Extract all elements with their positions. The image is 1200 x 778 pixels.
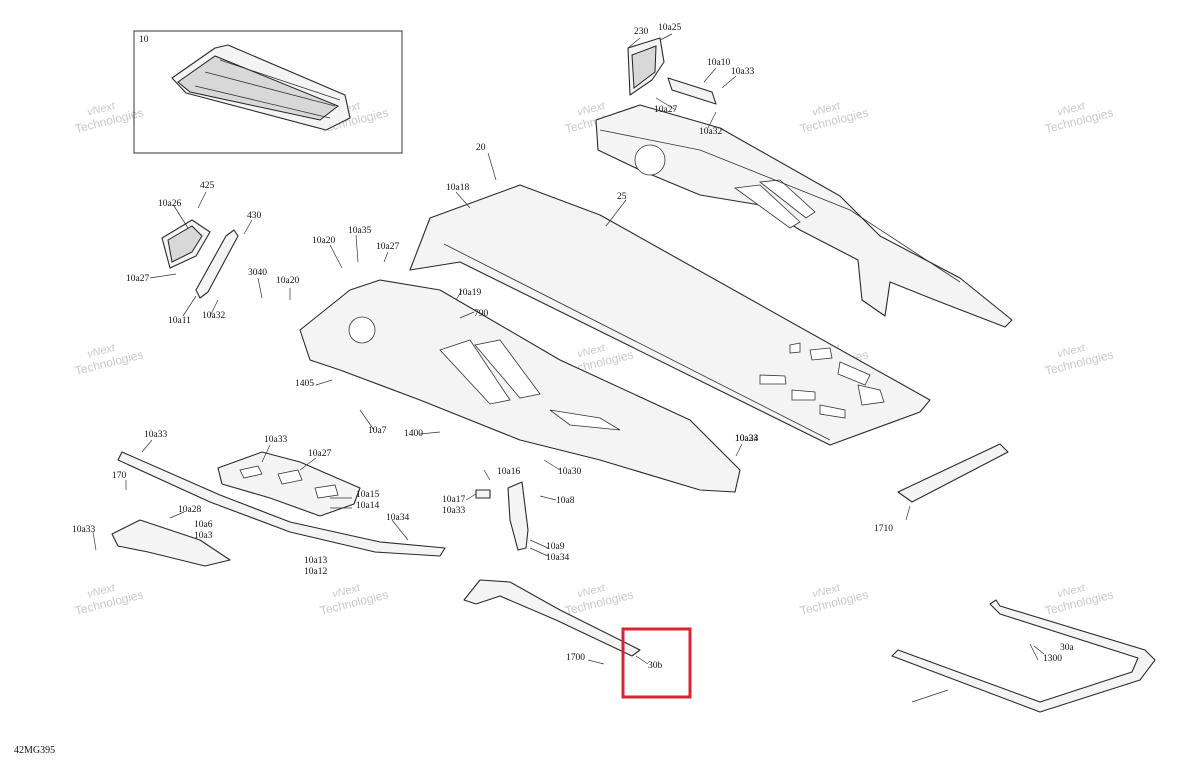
part-label: 10a32 (699, 127, 722, 137)
part-10a10-brace (667, 77, 717, 105)
part-10a8-bracket (475, 481, 529, 551)
leader-lines (92, 33, 1045, 703)
part-1700-rail (463, 579, 641, 657)
part-label: 170 (112, 471, 127, 481)
part-label: 10a12 (304, 567, 327, 577)
part-label: 10a10 (707, 58, 730, 68)
part-10a25-bracket (627, 37, 665, 96)
part-label: 10a8 (556, 496, 575, 506)
part-label: 10a26 (158, 199, 181, 209)
part-label: 25 (617, 192, 627, 202)
part-label: 10a20 (276, 276, 299, 286)
part-10a26-bracket (161, 219, 211, 269)
part-label: 10a7 (368, 426, 387, 436)
tunnel-front-holes (759, 342, 885, 419)
part-label: 30a (1060, 643, 1075, 653)
part-label: 10a33 (264, 435, 287, 445)
part-label: 10a32 (202, 311, 225, 321)
part-label: 10a28 (178, 505, 201, 515)
part-label: 10a34 (546, 553, 569, 563)
part-label: 10a33 (731, 67, 754, 77)
part-label: 10a27 (308, 449, 331, 459)
part-label: 10a33 (144, 430, 167, 440)
part-label: 10a34 (735, 434, 758, 444)
tunnel-top-plate (409, 184, 931, 446)
part-label: 10a18 (446, 183, 469, 193)
document-code: 42MG395 (14, 745, 56, 756)
part-label: 10a16 (497, 467, 520, 477)
part-label: 10a20 (312, 236, 335, 246)
part-1300-bumper (891, 599, 1156, 713)
part-label: 10a6 (194, 520, 213, 530)
part-label: 1710 (874, 524, 893, 534)
part-label: 10a27 (654, 105, 677, 115)
inset-assembly-10: 10 (133, 30, 403, 154)
highlight-box (621, 627, 692, 699)
part-10a23-bumper (897, 443, 1009, 503)
right-side-rail (595, 104, 1013, 328)
part-label: 1700 (566, 653, 585, 663)
part-label: 10a11 (168, 316, 191, 326)
part-label: 425 (200, 181, 215, 191)
part-10a27-lower-brace (217, 451, 361, 517)
part-label: 10a27 (376, 242, 399, 252)
part-label: 10a19 (458, 288, 481, 298)
part-label: 10a33 (72, 525, 95, 535)
part-10a13-strip (117, 451, 446, 557)
part-label: 20 (476, 143, 486, 153)
part-label: 10a14 (356, 501, 379, 511)
left-side-rail (299, 279, 741, 493)
part-label: 10a23 (735, 434, 758, 444)
part-label: 1405 (295, 379, 314, 389)
part-label: 10a3 (194, 531, 213, 541)
part-label: 430 (247, 211, 262, 221)
part-label: 10a30 (558, 467, 581, 477)
part-label: 3040 (248, 268, 267, 278)
part-label: 10a34 (386, 513, 409, 523)
part-label: 10a27 (126, 274, 149, 284)
part-label: 1400 (404, 429, 423, 439)
part-10a11-strut (195, 229, 239, 299)
part-label: 10a9 (546, 542, 565, 552)
part-label: 10a33 (442, 506, 465, 516)
part-label: 790 (474, 309, 489, 319)
part-label: 10a17 (442, 495, 465, 505)
part-label: 1300 (1043, 654, 1062, 664)
part-label: 230 (634, 27, 649, 37)
part-label: 10a13 (304, 556, 327, 566)
inset-label: 10 (139, 35, 149, 45)
part-label: 10a35 (348, 226, 371, 236)
part-10a6-bracket (111, 519, 231, 567)
part-label: 10a15 (356, 490, 379, 500)
part-label: 10a25 (658, 23, 681, 33)
part-label: 30b (648, 661, 663, 671)
